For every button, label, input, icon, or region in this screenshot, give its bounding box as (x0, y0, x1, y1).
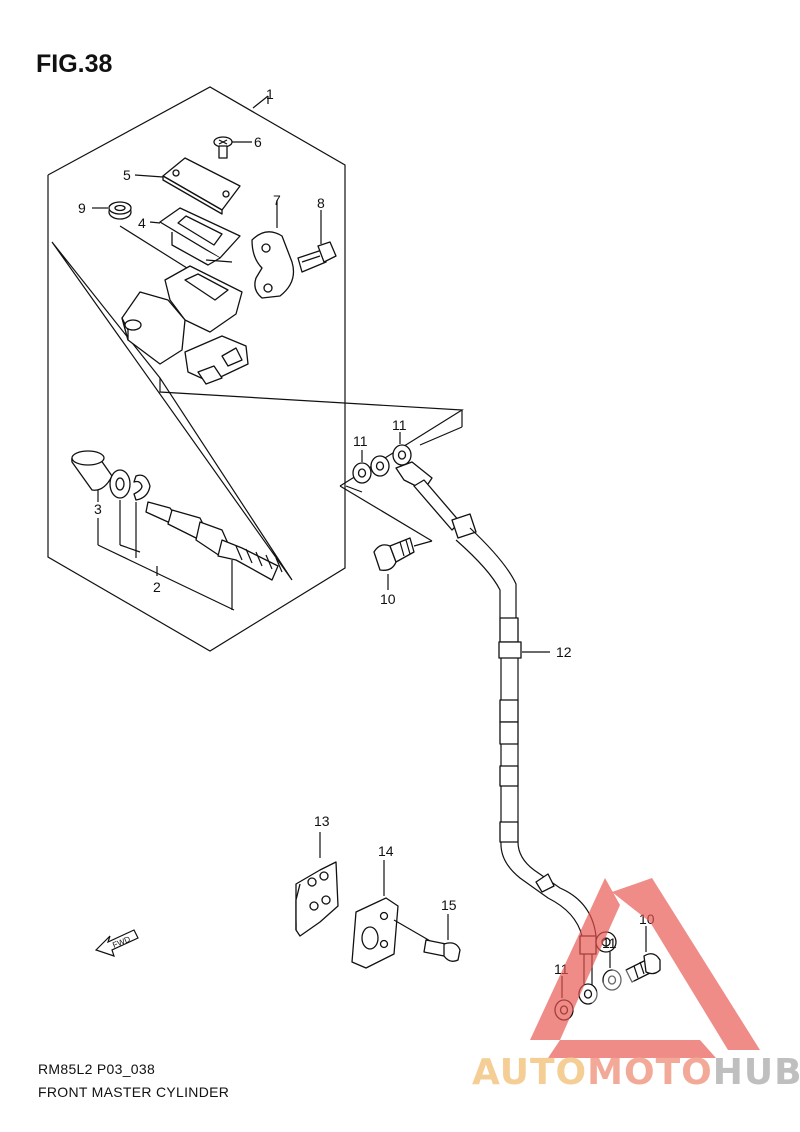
part-8-bolt (297, 210, 337, 273)
part-11-washers-upper (345, 432, 412, 493)
piston-circlip-and-washer (109, 469, 151, 558)
part-7-clamp (251, 200, 295, 299)
callout-9: 9 (78, 200, 86, 216)
part-4-diaphragm-plate (149, 207, 241, 266)
callout-11c: 11 (602, 935, 617, 951)
callout-14: 14 (378, 843, 394, 859)
part-14-hose-guide (351, 860, 433, 969)
callout-1: 1 (266, 86, 274, 102)
callout-4: 4 (138, 215, 146, 231)
assembly-1-outline (47, 86, 464, 652)
figure-title: FIG.38 (36, 50, 113, 78)
part-15-bolt (423, 914, 461, 962)
fwd-label: FWD (111, 935, 131, 950)
forward-arrow-icon (94, 929, 139, 957)
callout-2: 2 (153, 579, 161, 595)
part-13-hose-guide (295, 832, 339, 937)
callout-8: 8 (317, 195, 325, 211)
part-6-screw (213, 136, 252, 159)
watermark-logo-icon (530, 878, 760, 1058)
watermark-text-auto: AUTO (472, 1052, 587, 1093)
watermark-text-moto: MOTO (587, 1052, 713, 1093)
part-5-reservoir-cap (134, 157, 241, 215)
callout-10a: 10 (380, 591, 396, 607)
callout-15: 15 (441, 897, 457, 913)
callout-12: 12 (556, 644, 572, 660)
watermark: AUTOMOTOHUB (472, 878, 800, 1093)
callout-7: 7 (273, 192, 281, 208)
part-3-boot (71, 450, 235, 611)
watermark-text-hub: HUB (713, 1052, 800, 1093)
model-code: RM85L2 P03_038 (38, 1061, 156, 1077)
part-12-brake-hose (395, 461, 598, 1005)
part-10-banjo-bolt-lower (625, 926, 661, 983)
part-10-banjo-bolt-upper (373, 537, 433, 590)
callout-3: 3 (94, 501, 102, 517)
callout-11b: 11 (392, 417, 407, 433)
callout-6: 6 (254, 134, 262, 150)
master-cylinder-body (121, 259, 249, 385)
callout-13: 13 (314, 813, 330, 829)
callout-5: 5 (123, 167, 131, 183)
assembly-name: FRONT MASTER CYLINDER (38, 1084, 230, 1100)
svg-text:AUTOMOTOHUB: AUTOMOTOHUB (472, 1052, 800, 1093)
part-2-piston-assembly (145, 501, 283, 610)
fwd-direction-marker: FWD (94, 929, 139, 957)
callout-11a: 11 (353, 433, 368, 449)
